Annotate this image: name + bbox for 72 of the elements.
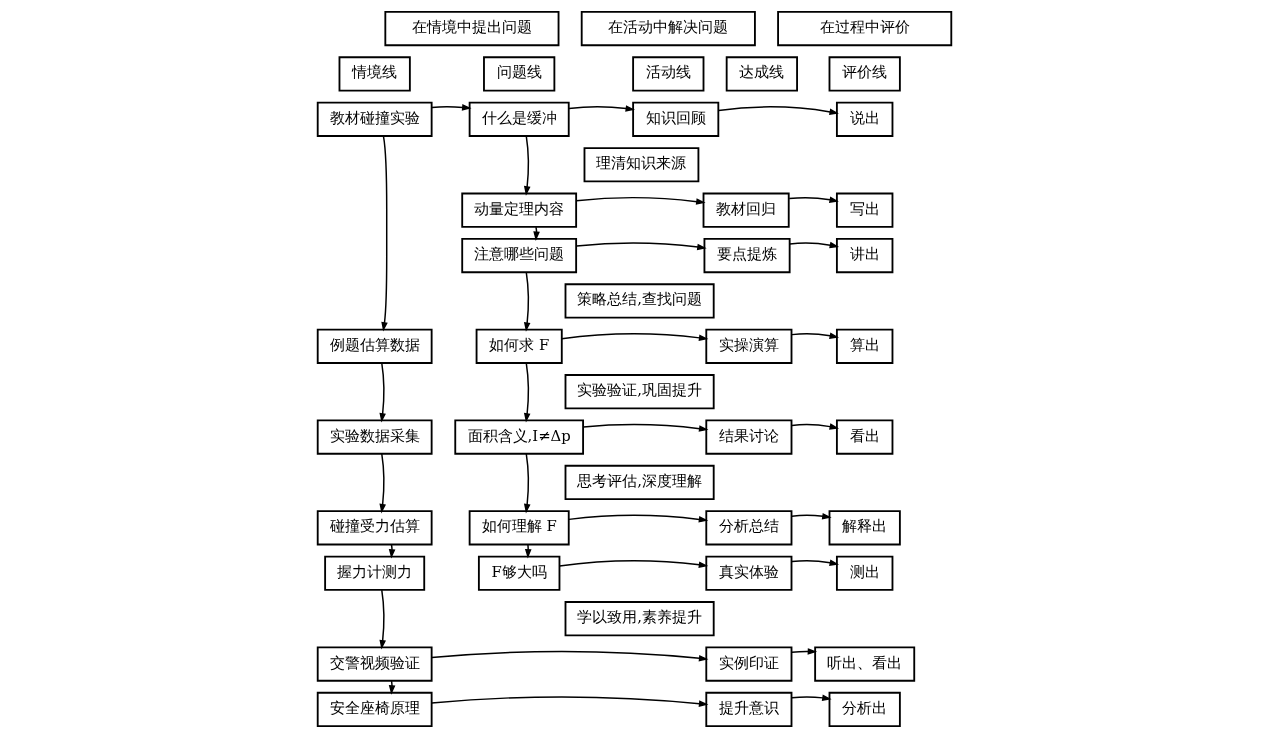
arrow [430, 696, 709, 707]
arrow [791, 694, 832, 702]
arrow [430, 104, 472, 111]
arrow [379, 453, 386, 514]
arrow [524, 544, 532, 559]
arrow [582, 423, 709, 432]
node-box: 讲出 [835, 237, 894, 274]
node-box: 注意哪些问题 [461, 237, 578, 274]
arrow [717, 106, 839, 116]
node-box: 结果讨论 [705, 419, 793, 455]
node-box: 在过程中评价 [777, 11, 953, 47]
arrow [381, 135, 388, 332]
arrow [430, 650, 709, 662]
node-box: 说出 [835, 101, 894, 137]
node-box: 提升意识 [705, 691, 793, 727]
node-box: 看出 [835, 419, 894, 455]
node-box: 教材回归 [702, 192, 790, 228]
node-box: 教材碰撞实验 [316, 101, 433, 137]
node-box: 测出 [835, 555, 894, 591]
node-box: 实验数据采集 [316, 419, 433, 455]
arrow [561, 333, 709, 342]
node-box: 握力计测力 [324, 555, 426, 591]
arrow [558, 560, 709, 568]
arrow [791, 559, 839, 566]
arrow [575, 242, 707, 251]
node-box: 策略总结,查找问题 [564, 283, 715, 319]
node-box: 例题估算数据 [316, 328, 433, 364]
node-box: 什么是缓冲 [468, 101, 570, 137]
node-box: 实例印证 [705, 646, 793, 682]
node-box: 交警视频验证 [316, 646, 433, 682]
node-box: 写出 [835, 192, 894, 228]
node-box: 学以致用,素养提升 [564, 601, 715, 637]
arrow [523, 362, 531, 423]
node-box: 活动线 [632, 56, 705, 92]
node-box: 知识回顾 [632, 101, 720, 137]
node-box: 要点提炼 [703, 237, 791, 274]
node-box: 听出、看出 [814, 646, 916, 682]
node-box: 在活动中解决问题 [580, 11, 756, 47]
node-box: 真实体验 [705, 555, 793, 591]
arrow [379, 589, 386, 650]
arrow [568, 105, 635, 112]
arrow [788, 196, 839, 203]
node-box: 分析出 [828, 691, 901, 727]
arrow [791, 423, 839, 430]
arrow [791, 332, 839, 339]
node-box: 算出 [835, 328, 894, 364]
node-box: 实验验证,巩固提升 [564, 374, 715, 410]
arrow [523, 453, 531, 514]
node-box: 情境线 [338, 56, 411, 92]
node-box: 理清知识来源 [583, 147, 700, 183]
arrow [523, 271, 531, 332]
arrow [791, 512, 832, 520]
node-box: 如何求 F [475, 328, 563, 364]
arrow [575, 196, 706, 205]
arrow [379, 362, 386, 423]
node-box: 在情境中提出问题 [384, 11, 560, 47]
node-box: 碰撞受力估算 [316, 510, 433, 546]
node-box: F够大吗 [477, 555, 561, 591]
arrow [523, 135, 531, 196]
node-box: 动量定理内容 [461, 192, 578, 228]
node-box: 安全座椅原理 [316, 691, 433, 727]
arrow [568, 514, 709, 523]
node-box: 实操演算 [705, 328, 793, 364]
node-box: 解释出 [828, 510, 901, 546]
node-box: 问题线 [483, 56, 556, 92]
node-box: 达成线 [725, 56, 798, 92]
node-box: 评价线 [828, 56, 901, 92]
node-box: 如何理解 F [468, 510, 570, 546]
node-box: 面积含义,I≠Δp [454, 419, 584, 455]
arrow [789, 241, 840, 249]
node-box: 思考评估,深度理解 [564, 464, 715, 501]
node-box: 分析总结 [705, 510, 793, 546]
